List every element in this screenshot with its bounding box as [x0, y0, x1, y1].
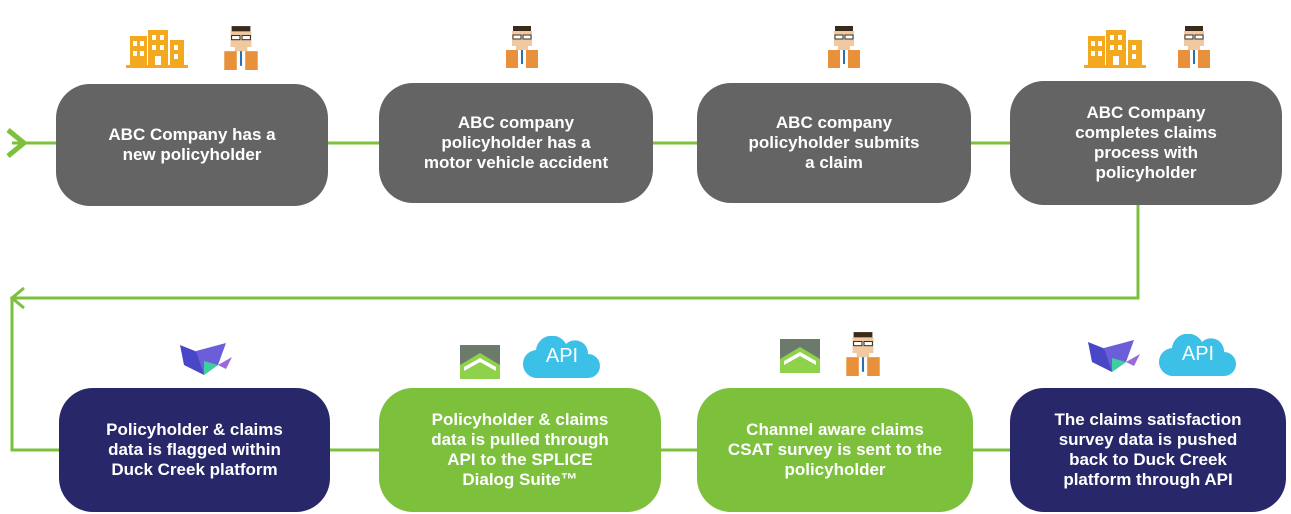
duck-creek-logo-icon [1084, 334, 1144, 374]
api-label: API [1181, 343, 1215, 365]
splice-logo-icon [780, 339, 820, 373]
step-pushed-back-to-duck-creek: The claims satisfaction survey data is p… [1010, 388, 1286, 512]
duck-creek-logo-icon [176, 337, 236, 377]
person-icon [822, 24, 866, 68]
person-icon [1172, 24, 1216, 68]
splice-logo-icon [460, 345, 500, 379]
person-icon [500, 24, 544, 68]
step-new-policyholder: ABC Company has a new policyholder [56, 84, 328, 206]
step-flagged-in-duck-creek: Policyholder & claims data is flagged wi… [59, 388, 330, 512]
api-label: API [545, 345, 579, 367]
person-icon [840, 330, 886, 376]
person-icon [218, 24, 264, 70]
building-icon [1080, 26, 1150, 70]
step-completes-claims-process: ABC Company completes claims process wit… [1010, 81, 1282, 205]
entry-arrow [6, 128, 28, 158]
step-motor-vehicle-accident: ABC company policyholder has a motor veh… [379, 83, 653, 203]
step-csat-survey-sent: Channel aware claims CSAT survey is sent… [697, 388, 973, 512]
building-icon [122, 26, 192, 70]
api-cloud-icon: API [522, 336, 602, 380]
api-cloud-icon: API [1158, 334, 1238, 378]
return-arrow [9, 286, 25, 310]
step-submits-claim: ABC company policyholder submits a claim [697, 83, 971, 203]
step-pulled-to-splice: Policyholder & claims data is pulled thr… [379, 388, 661, 512]
